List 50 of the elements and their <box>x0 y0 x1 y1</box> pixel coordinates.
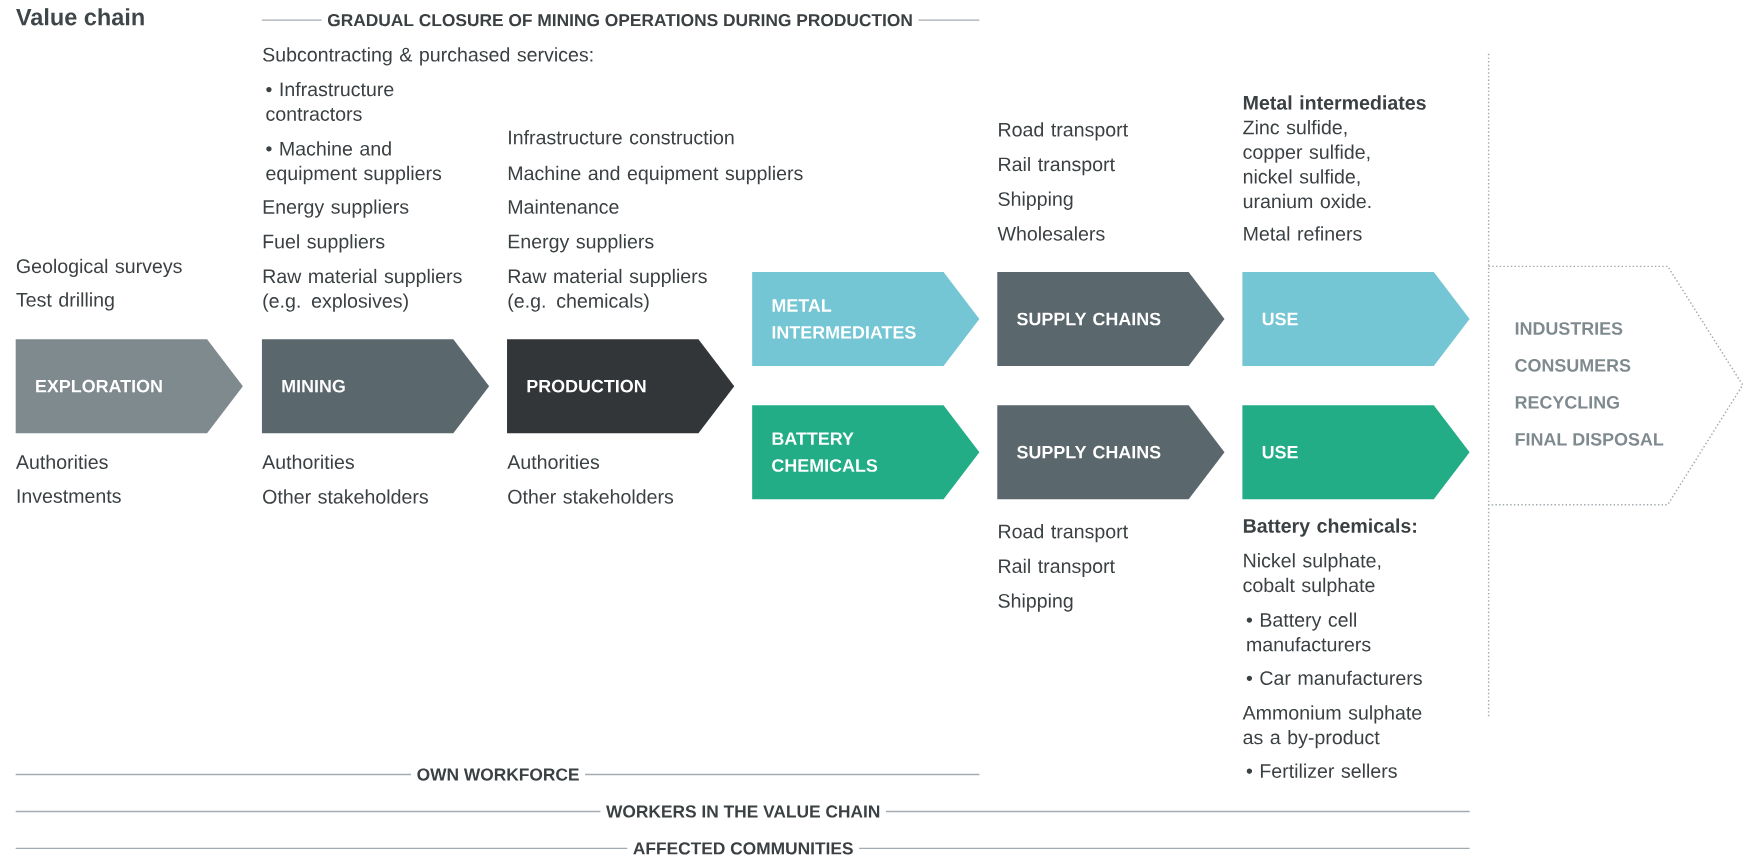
stage-box: MINING <box>261 338 490 433</box>
stage-box: SUPPLY CHAINS <box>997 271 1225 366</box>
list-item: Machine and equipment suppliers <box>508 165 803 184</box>
list-item: Metal refiners <box>1244 226 1362 241</box>
section-label: AFFECTED COMMUNITIES <box>627 839 860 857</box>
list-item: • Fertilizer sellers <box>1246 763 1397 778</box>
list-item: Infrastructure construction <box>509 129 734 145</box>
list-item: Nickel sulphate, cobalt sulphate <box>1243 552 1381 596</box>
section-label: GRADUAL CLOSURE OF MINING OPERATIONS DURING PRODUCTION <box>321 11 919 29</box>
list-item: Wholesalers <box>997 226 1105 241</box>
title: Value chain <box>16 7 144 26</box>
list-item: Zinc sulfide, copper sulfide, nickel sulfide, uranium oxide. <box>1243 119 1371 208</box>
list-item: Authorities <box>507 454 600 469</box>
list-item: • Infrastructure contractors <box>266 81 394 121</box>
list-item: Authorities <box>15 454 108 469</box>
stage-box: EXPLORATION <box>15 338 243 433</box>
list-item: Energy suppliers <box>508 233 654 253</box>
list-item: Rail transport <box>999 156 1115 175</box>
list-item: Ammonium sulphate as a by-product <box>1242 705 1422 748</box>
list-item: Road transport <box>999 523 1128 543</box>
stage-outline: INDUSTRIES CONSUMERS RECYCLING FINAL DISPOSAL <box>1487 265 1744 506</box>
list-item: • Machine and equipment suppliers <box>266 141 442 184</box>
list-item: Energy suppliers <box>263 199 409 218</box>
list-item: • Battery cell manufacturers <box>1246 612 1371 652</box>
list-item: • Car manufacturers <box>1246 670 1422 685</box>
section-label: WORKERS IN THE VALUE CHAIN <box>600 802 886 820</box>
list-item: Authorities <box>262 454 354 469</box>
heading-text: Battery chemicals: <box>1243 518 1416 537</box>
list-item: Rail transport <box>999 558 1115 577</box>
list-item: Raw material suppliers (e.g. explosives) <box>263 268 462 312</box>
list-item: Test drilling <box>16 292 114 311</box>
heading-text: Metal intermediates <box>1243 95 1426 110</box>
list-item: Geological surveys <box>16 258 182 277</box>
list-item: Maintenance <box>508 199 619 214</box>
list-item: Shipping <box>998 593 1073 612</box>
list-item: Fuel suppliers <box>263 233 385 253</box>
stage-box: METAL INTERMEDIATES <box>752 271 980 366</box>
list-item: Other stakeholders <box>508 489 674 504</box>
list-item: Shipping <box>998 191 1073 210</box>
stage-box: PRODUCTION <box>507 338 735 433</box>
list-item: Investments <box>17 489 121 503</box>
stage-box: USE <box>1242 404 1470 499</box>
list-item: Other stakeholders <box>263 489 428 504</box>
stage-box: USE <box>1242 271 1470 366</box>
list-item: Subcontracting & purchased services: <box>263 47 593 66</box>
section-label: OWN WORKFORCE <box>411 765 586 783</box>
list-item: Raw material suppliers (e.g. chemicals) <box>508 268 707 312</box>
stage-box: SUPPLY CHAINS <box>997 404 1225 499</box>
stage-box: BATTERY CHEMICALS <box>752 404 980 499</box>
list-item: Road transport <box>999 122 1128 141</box>
